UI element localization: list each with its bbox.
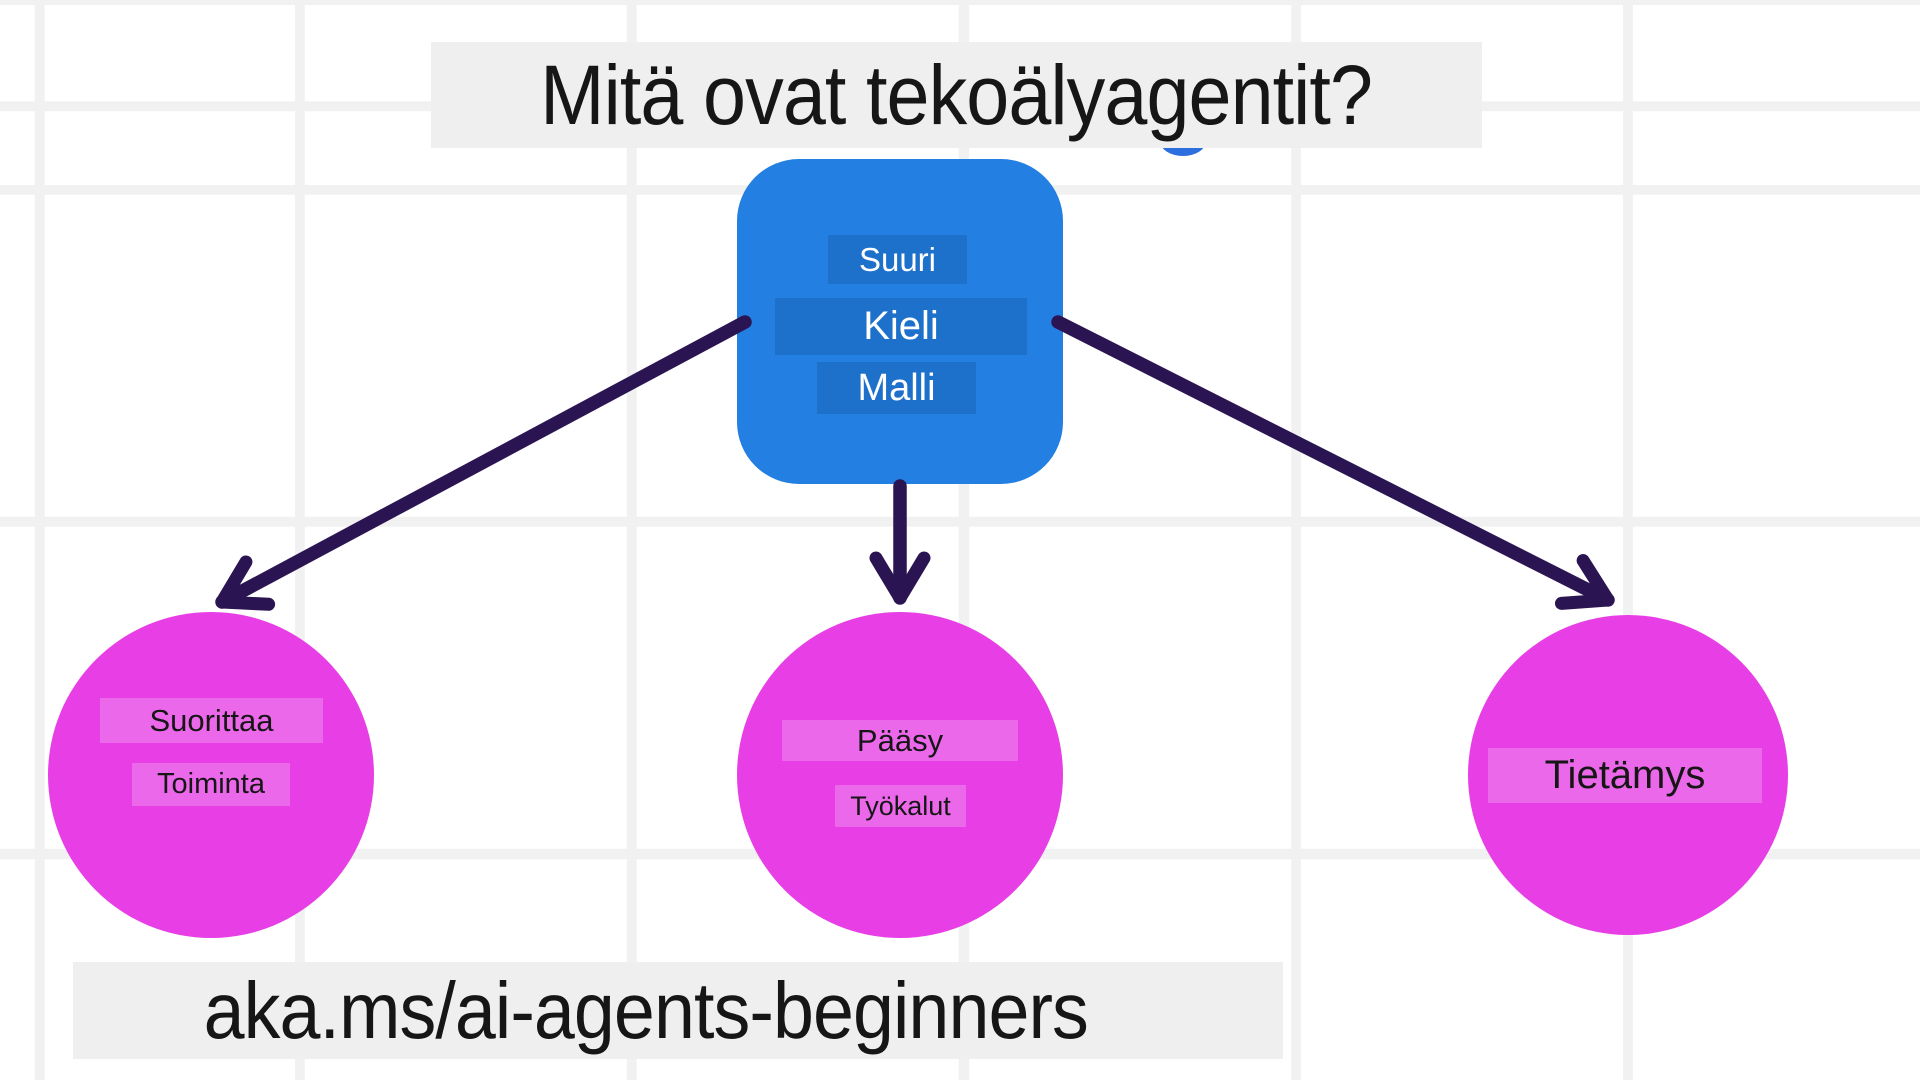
grid-top-edge-line — [0, 0, 1920, 5]
knowledge-label-line-1: Tietämys — [1544, 753, 1706, 797]
tools-label-line-1: Pääsy — [856, 722, 944, 758]
knowledge-label-strip: Tietämys — [1488, 748, 1762, 803]
llm-label-line-1: Suuri — [858, 240, 937, 278]
footer-strip: aka.ms/ai-agents-beginners — [73, 962, 1283, 1059]
actions-label-line-2: Toiminta — [157, 768, 265, 800]
tools-label-strip-2: Työkalut — [835, 785, 966, 827]
title-strip: Mitä ovat tekoälyagentit? — [431, 42, 1482, 148]
tools-label-strip-1: Pääsy — [782, 720, 1018, 761]
tools-node — [737, 612, 1063, 938]
footer-url: aka.ms/ai-agents-beginners — [203, 965, 1089, 1055]
llm-label-line-2: Kieli — [863, 304, 939, 348]
knowledge-node — [1468, 615, 1788, 935]
llm-label-strip-kieli: Kieli — [775, 298, 1027, 355]
actions-label-strip-1: Suorittaa — [100, 698, 323, 743]
actions-label-strip-2: Toiminta — [132, 763, 290, 806]
actions-label-line-1: Suorittaa — [149, 702, 274, 738]
actions-node — [48, 612, 374, 938]
llm-node — [737, 159, 1063, 484]
llm-label-strip-malli: Malli — [817, 362, 976, 414]
tools-label-line-2: Työkalut — [850, 790, 951, 821]
page-title: Mitä ovat tekoälyagentit? — [540, 47, 1374, 142]
llm-label-line-3: Malli — [857, 366, 936, 409]
llm-label-strip-suuri: Suuri — [828, 235, 967, 284]
